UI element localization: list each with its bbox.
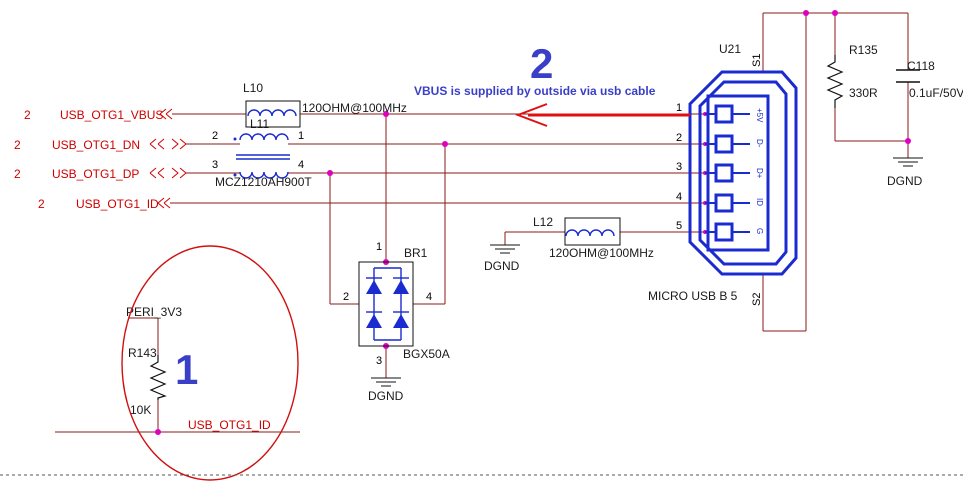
- net-id-bottom-text: USB_OTG1_ID: [188, 418, 271, 432]
- u21-pin2: 2: [676, 132, 682, 144]
- net-vbus-text: USB_OTG1_VBUS: [60, 108, 163, 122]
- wires: [55, 12, 909, 433]
- l11-ref: L11: [250, 117, 269, 131]
- l10-value: 120OHM@100MHz: [302, 101, 407, 115]
- connector-u21: +5V D- D+ ID G 1 2 3 4 5 U21 S1 S2 MICRO…: [648, 42, 798, 306]
- u21-s1: S1: [751, 54, 763, 67]
- u21-pin5: 5: [676, 220, 682, 232]
- resistor-r135: R135 330R: [826, 43, 878, 108]
- ground-symbol-l12: DGND: [484, 244, 520, 273]
- pin-name-3: D+: [755, 168, 764, 179]
- c118-value: 0.1uF/50V: [909, 86, 963, 100]
- pin-name-5: G: [755, 228, 764, 234]
- br1-ref: BR1: [404, 246, 428, 260]
- u21-part: MICRO USB B 5: [648, 289, 738, 303]
- choke-l11: L11 1 2 3 4 MCZ1210AH900T: [212, 117, 312, 189]
- sheet-number-vbus: 2: [24, 108, 31, 122]
- pin-name-4: ID: [755, 198, 764, 206]
- r135-value: 330R: [849, 86, 878, 100]
- ferrite-l12: L12 120OHM@100MHz: [533, 215, 654, 260]
- dgnd-l12-label: DGND: [484, 259, 520, 273]
- r143-ref: R143: [128, 346, 157, 360]
- net-id-text: USB_OTG1_ID: [76, 197, 159, 211]
- br1-pin2: 2: [343, 291, 349, 303]
- u21-s2: S2: [751, 293, 763, 306]
- peri-3v3-label: PERI_3V3: [126, 305, 182, 319]
- br1-part: BGX50A: [403, 347, 450, 361]
- sheet-number-id: 2: [38, 197, 45, 211]
- net-label-dp: 2 USB_OTG1_DP: [14, 167, 187, 181]
- callout-number-2: 2: [530, 40, 553, 87]
- offpage-connector-icon: [159, 108, 173, 120]
- bidir-connector-icon: [149, 138, 187, 150]
- ground-symbol-br1: DGND: [368, 377, 404, 403]
- offpage-connector-icon: [157, 197, 171, 209]
- l11-pin2: 2: [212, 130, 218, 142]
- dgnd-br1-label: DGND: [368, 389, 404, 403]
- r135-ref: R135: [849, 43, 878, 57]
- br1-pin1: 1: [376, 241, 382, 253]
- net-label-dn: 2 USB_OTG1_DN: [14, 138, 187, 152]
- br1-pin3: 3: [376, 355, 382, 367]
- l11-pin4: 4: [298, 159, 304, 171]
- l11-pin3: 3: [212, 159, 218, 171]
- l12-value: 120OHM@100MHz: [549, 246, 654, 260]
- sheet-number-dp: 2: [14, 167, 21, 181]
- esd-array-br1: 1 BR1 2 4 3 BGX50A: [343, 241, 450, 367]
- vbus-note: VBUS is supplied by outside via usb cabl…: [414, 84, 656, 98]
- net-dp-text: USB_OTG1_DP: [52, 167, 139, 181]
- l10-ref: L10: [243, 81, 263, 95]
- connector-pin-boxes: [705, 104, 750, 242]
- br1-pin4: 4: [426, 291, 432, 303]
- l11-part: MCZ1210AH900T: [215, 175, 312, 189]
- l11-pin1: 1: [298, 130, 304, 142]
- pin-name-1: +5V: [755, 108, 764, 123]
- u21-ref: U21: [719, 42, 741, 56]
- ferrite-l10: L10 120OHM@100MHz: [243, 81, 407, 128]
- resistor-r143: PERI_3V3 R143 10K USB_OTG1_ID: [126, 305, 271, 432]
- bidir-connector-icon: [149, 167, 187, 179]
- capacitor-c118: C118 0.1uF/50V: [896, 59, 963, 100]
- net-dn-text: USB_OTG1_DN: [52, 138, 140, 152]
- l12-ref: L12: [533, 215, 553, 229]
- callout-number-1: 1: [175, 346, 198, 393]
- r143-value: 10K: [130, 403, 151, 417]
- u21-pin3: 3: [676, 161, 682, 173]
- dgnd-c118-label: DGND: [887, 174, 923, 188]
- arrow-icon: [515, 103, 690, 127]
- sheet-number-dn: 2: [14, 138, 21, 152]
- u21-pin1: 1: [676, 102, 682, 114]
- callout-ellipse: [121, 245, 299, 481]
- ground-symbol-c118: DGND: [887, 157, 923, 188]
- u21-pin4: 4: [676, 191, 682, 203]
- pin-name-2: D-: [755, 139, 764, 148]
- c118-ref: C118: [907, 59, 935, 73]
- net-label-vbus: 2 USB_OTG1_VBUS: [24, 108, 173, 122]
- net-label-id: 2 USB_OTG1_ID: [38, 197, 171, 211]
